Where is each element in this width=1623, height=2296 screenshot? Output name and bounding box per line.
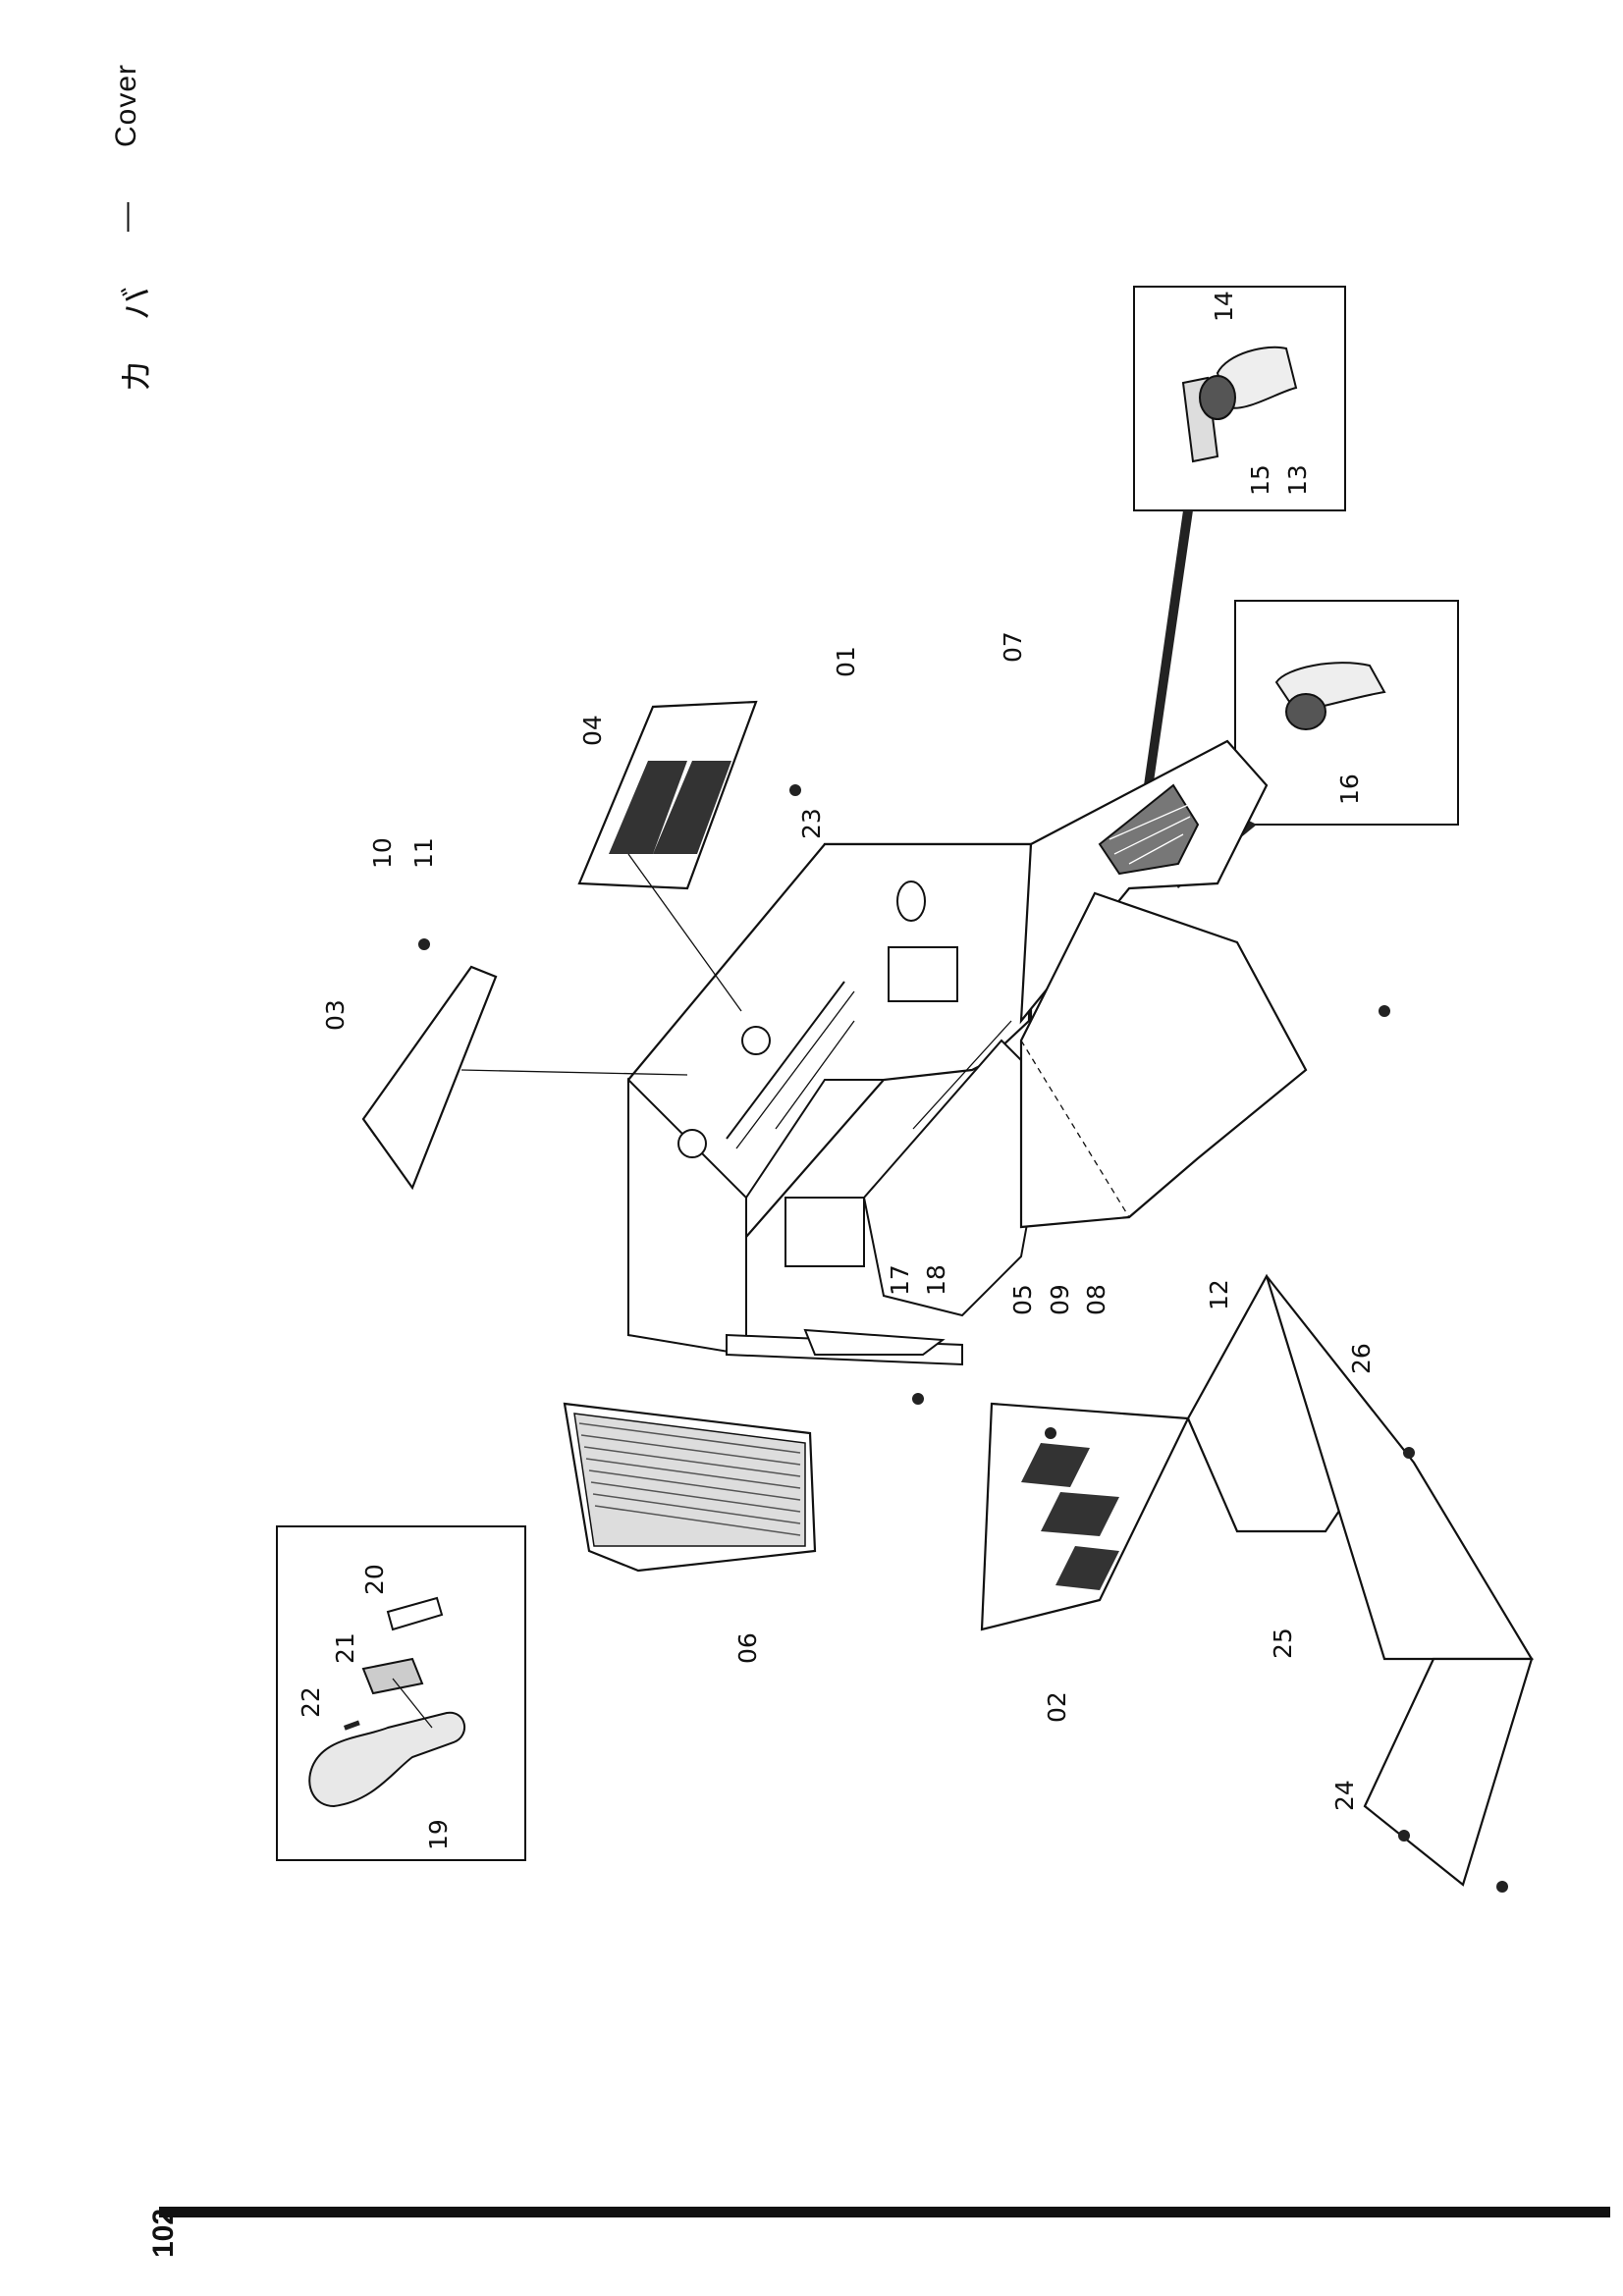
grille-panel-04	[577, 700, 758, 1012]
callout-04: 04	[578, 715, 607, 746]
main-frame-01	[626, 842, 1033, 1366]
callout-22: 22	[297, 1686, 325, 1718]
callout-26: 26	[1347, 1343, 1376, 1374]
callout-19: 19	[424, 1819, 453, 1850]
side-cover-08	[1019, 891, 1308, 1229]
callout-09: 09	[1046, 1284, 1074, 1315]
inset-handle-13-14-15	[1133, 286, 1346, 511]
callout-21: 21	[331, 1632, 359, 1664]
side-cover-07	[1019, 739, 1269, 1025]
top-panel-03	[361, 965, 498, 1191]
callout-07: 07	[999, 631, 1027, 663]
callout-08: 08	[1082, 1284, 1110, 1315]
callout-15: 15	[1246, 464, 1274, 496]
fastener-markers	[418, 784, 1508, 1893]
callout-23: 23	[797, 808, 826, 839]
callout-13: 13	[1283, 464, 1312, 496]
callout-20: 20	[360, 1564, 389, 1595]
callout-18: 18	[922, 1264, 950, 1296]
bracket-plate	[803, 1328, 946, 1356]
front-cover-02	[980, 1402, 1190, 1631]
callout-10: 10	[368, 837, 397, 869]
callout-11: 11	[409, 837, 438, 869]
inner-box-05	[784, 1020, 1062, 1317]
base-plates-24-25-26	[1186, 1273, 1534, 1887]
callout-05: 05	[1008, 1284, 1037, 1315]
callout-16: 16	[1335, 774, 1364, 805]
footer-rule	[159, 2207, 1610, 2217]
callout-24: 24	[1330, 1780, 1359, 1811]
callout-06: 06	[733, 1632, 762, 1664]
callout-12: 12	[1205, 1279, 1233, 1310]
callout-17: 17	[886, 1264, 914, 1296]
radiator-06	[563, 1402, 817, 1573]
callout-25: 25	[1269, 1628, 1297, 1659]
callout-labels: 01 02 03 04 05 06 07 08 09 10 11 12 13 1…	[297, 291, 1376, 1850]
callout-03: 03	[321, 999, 350, 1031]
callout-02: 02	[1043, 1691, 1071, 1723]
callout-14: 14	[1210, 291, 1238, 322]
inset-handle-13-14-16	[1234, 600, 1459, 826]
callout-01: 01	[832, 646, 860, 677]
inset-latch-19-22	[276, 1525, 526, 1861]
